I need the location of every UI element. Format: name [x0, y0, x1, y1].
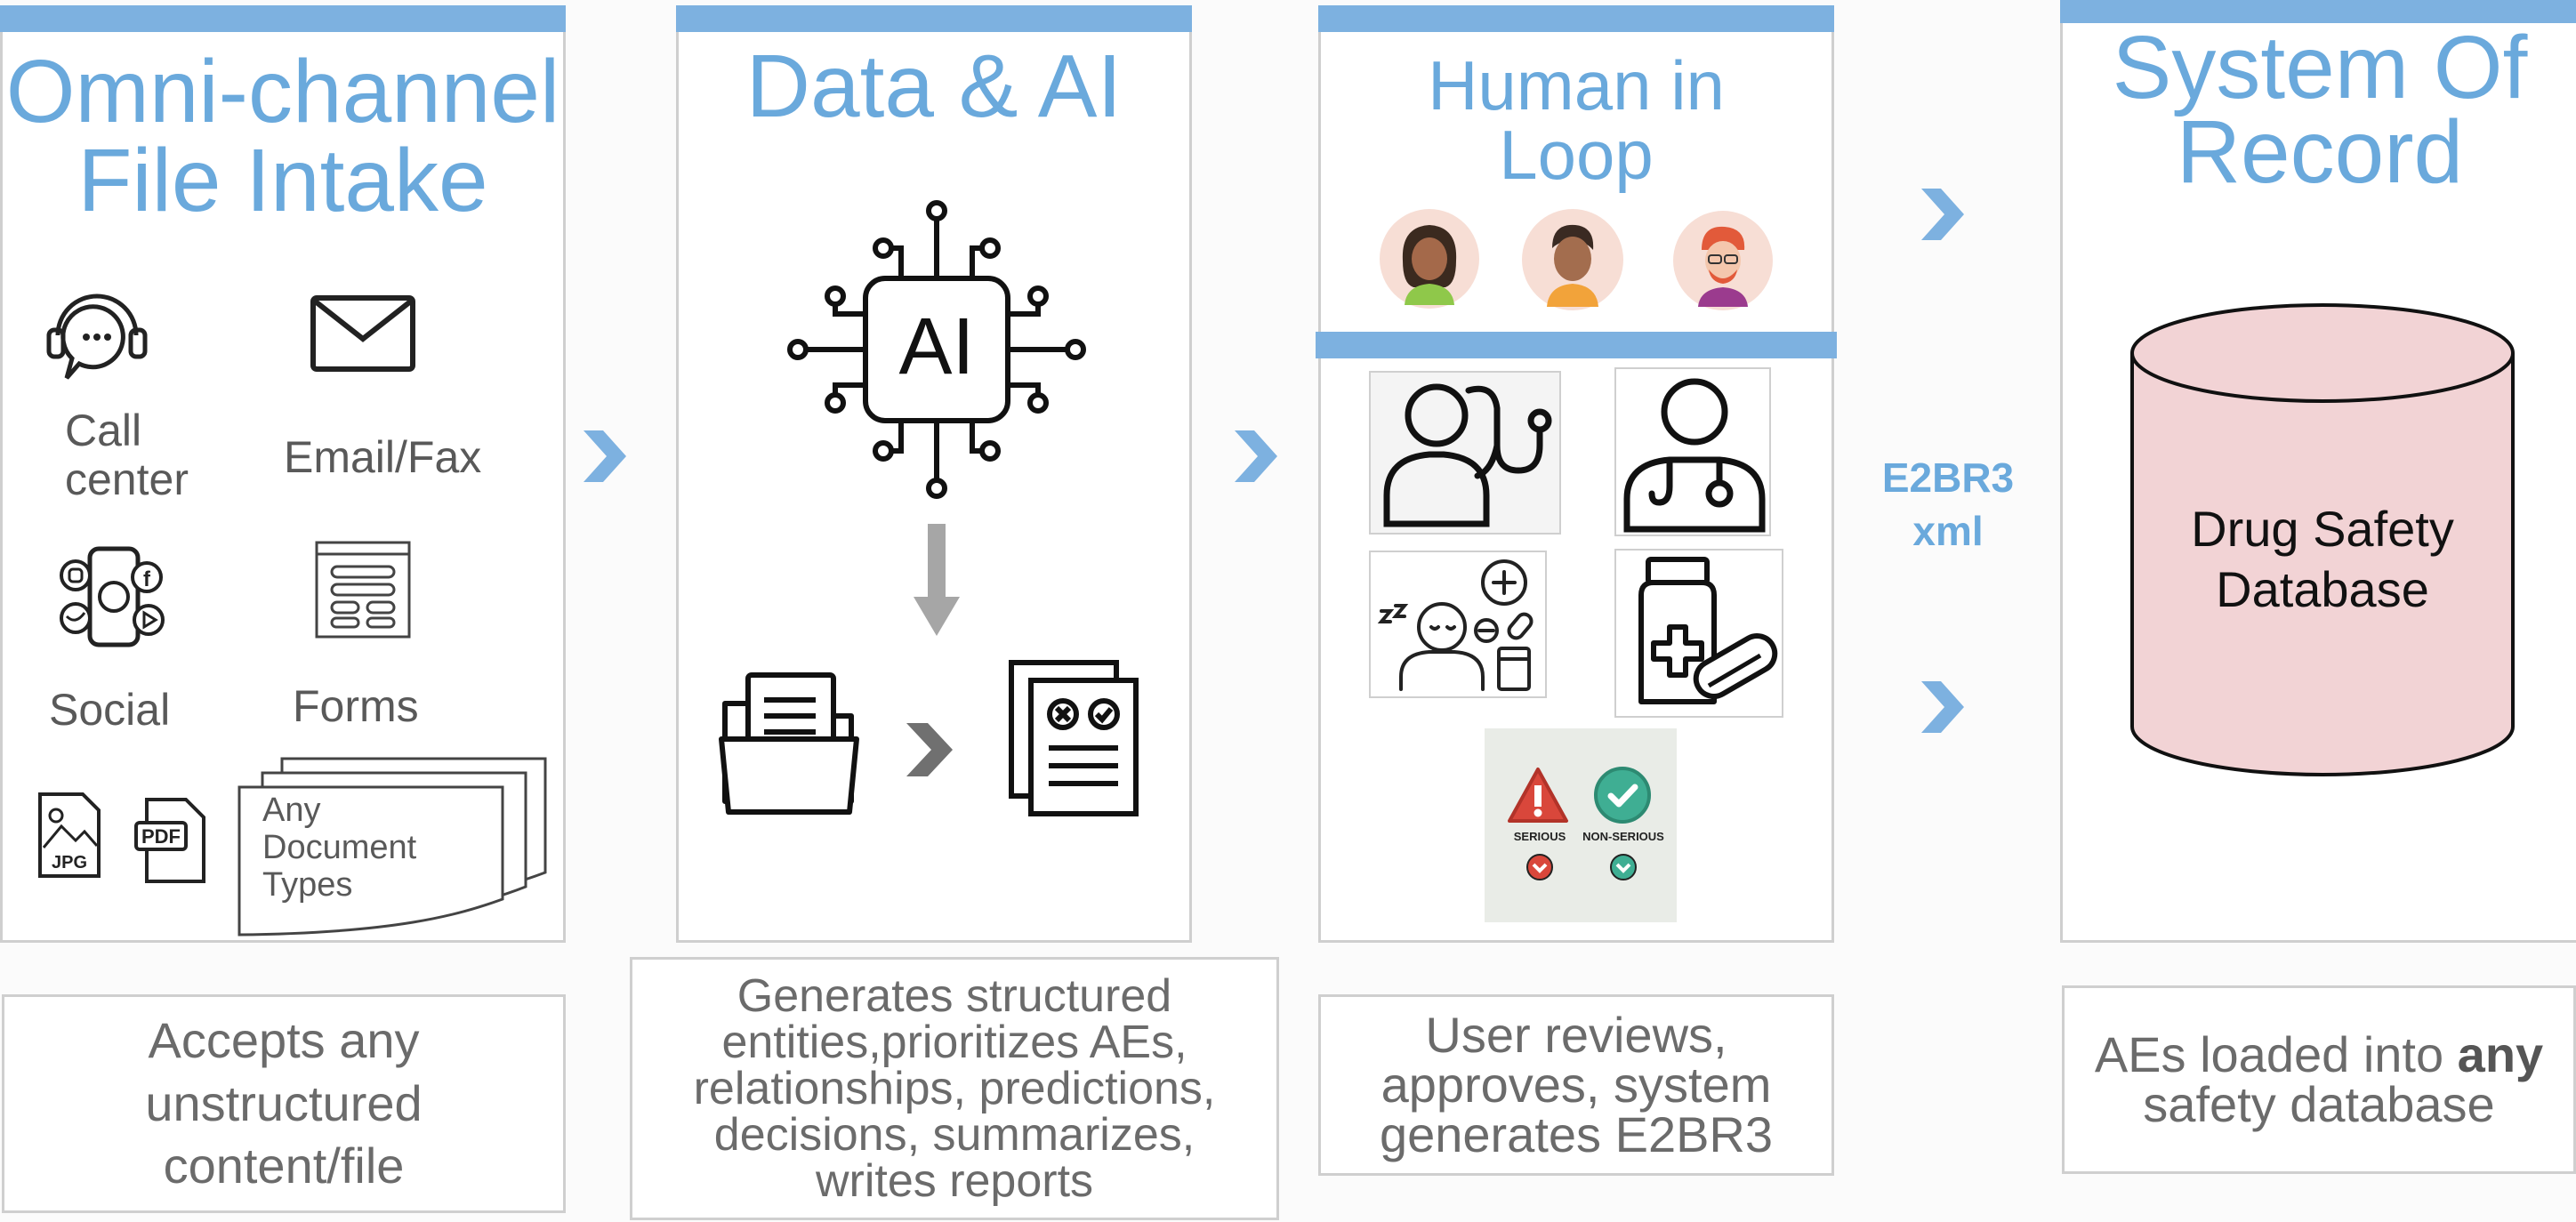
- system-of-record-title: System Of Record: [2112, 18, 2528, 202]
- reviewer-avatar-2: [1522, 209, 1623, 310]
- intake-title: Omni-channel File Intake: [5, 42, 560, 230]
- doctor-icon: [1623, 378, 1766, 533]
- human-in-loop-title: Human in Loop: [1428, 46, 1725, 194]
- any-document-types-label: Any Document Types: [262, 792, 417, 904]
- pdf-badge: PDF: [141, 825, 181, 848]
- medicine-bottle-icon: [1638, 557, 1778, 704]
- flow-chevron-2: [1235, 430, 1277, 482]
- jpg-badge: JPG: [51, 853, 88, 872]
- process-chevron-icon: [906, 723, 953, 776]
- intake-panel-header-bar: [0, 5, 566, 32]
- non-serious-check-icon: [1594, 767, 1651, 824]
- reviewer-avatar-1: [1380, 209, 1479, 309]
- svg-text:f: f: [143, 567, 151, 591]
- system-record-caption: AEs loaded into any safety database: [2062, 985, 2576, 1174]
- export-chevron-bottom: [1921, 681, 1964, 733]
- intake-panel: Omni-channel File Intake Call center Ema…: [0, 5, 566, 943]
- jpg-file-icon: JPG: [36, 791, 102, 880]
- system-of-record-panel: System Of Record Drug Safety Database: [2060, 0, 2576, 943]
- non-serious-label: NON-SERIOUS: [1582, 830, 1664, 843]
- form-icon: [315, 541, 411, 639]
- folder-icon: [719, 672, 859, 815]
- medicine-tile: [1614, 549, 1783, 718]
- call-center-icon: [46, 293, 148, 380]
- forms-label: Forms: [293, 681, 419, 731]
- pdf-file-icon: PDF: [134, 796, 214, 885]
- database-label: Drug Safety Database: [2191, 501, 2454, 618]
- flow-chevron-1: [584, 430, 626, 482]
- ai-chip-label: AI: [898, 302, 975, 391]
- human-in-loop-panel: Human in Loop: [1316, 5, 1837, 943]
- email-fax-label: Email/Fax: [284, 432, 482, 482]
- envelope-icon: [310, 295, 415, 372]
- data-ai-panel-header-bar: [676, 5, 1192, 32]
- data-ai-title: Data & AI: [745, 36, 1123, 136]
- system-record-header-bar: [2060, 0, 2576, 23]
- human-loop-header-bar: [1318, 5, 1834, 32]
- database-cylinder-icon: [2130, 303, 2515, 776]
- review-report-icon: [1009, 660, 1139, 816]
- data-ai-panel: Data & AI AI: [676, 5, 1192, 943]
- non-serious-dropdown-icon: [1610, 854, 1637, 880]
- serious-label: SERIOUS: [1513, 830, 1566, 843]
- seriousness-tile: SERIOUS NON-SERIOUS: [1485, 728, 1677, 922]
- doctor-tile: [1614, 367, 1771, 536]
- social-label: Social: [49, 685, 171, 735]
- serious-warning-icon: [1508, 768, 1568, 823]
- call-center-label: Call center: [65, 406, 189, 504]
- reviewer-avatar-3: [1673, 211, 1773, 310]
- social-media-icon: f: [60, 546, 165, 647]
- sleeping-patient-icon: [1377, 559, 1534, 691]
- human-loop-caption: User reviews, approves, system generates…: [1318, 994, 1834, 1176]
- e2br3-xml-label: E2BR3 xml: [1881, 454, 2015, 554]
- serious-dropdown-icon: [1526, 854, 1553, 880]
- down-arrow-icon: [914, 524, 960, 636]
- doctor-stethoscope-tile: [1369, 371, 1561, 535]
- intake-caption: Accepts any unstructured content/file: [2, 994, 566, 1213]
- human-loop-divider-bar: [1316, 332, 1837, 358]
- document-stack-icon: [237, 757, 547, 937]
- stethoscope-icon: [1383, 383, 1552, 527]
- patient-symptoms-tile: [1369, 551, 1547, 698]
- export-chevron-top: [1921, 189, 1964, 240]
- ai-chip-icon: AI: [782, 195, 1091, 504]
- data-ai-caption: Generates structured entities,prioritize…: [630, 957, 1279, 1220]
